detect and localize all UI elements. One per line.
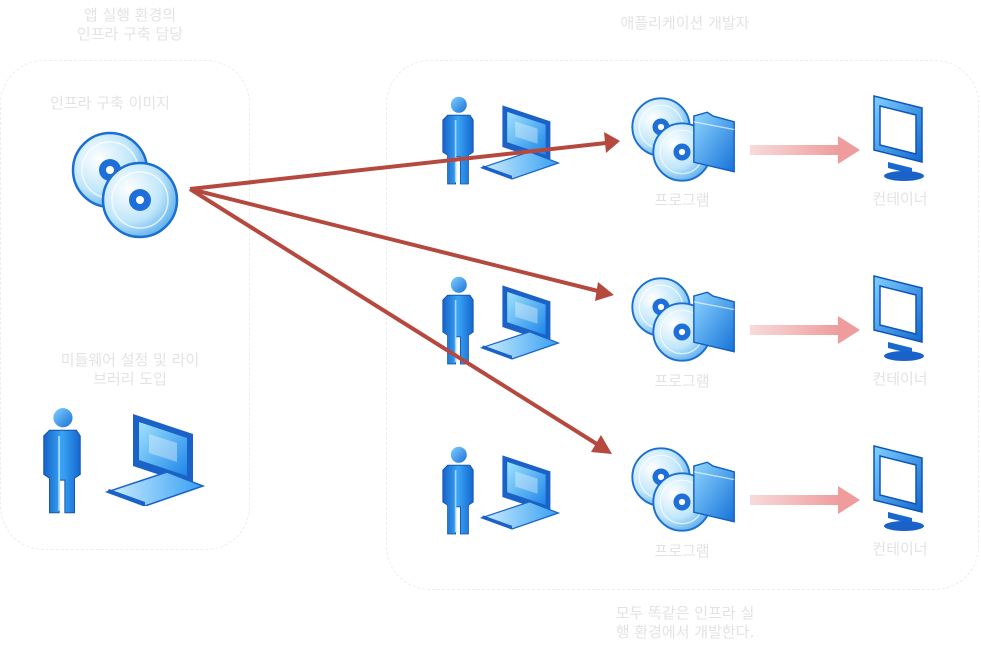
infra-role-line-1: 앱 실행 환경의 <box>83 6 177 24</box>
container-label: 컨테이너 <box>872 190 928 208</box>
program-label: 프로그램 <box>654 191 710 209</box>
distribution-arrow <box>188 187 612 454</box>
infra-group-box <box>0 60 250 550</box>
middleware-line-2: 브러리 도입 <box>93 370 167 388</box>
program-label: 프로그램 <box>654 372 710 390</box>
container-arrow <box>750 136 860 164</box>
middleware-label: 미들웨어 설정 및 라이 브러리 도입 <box>40 351 220 389</box>
infra-role-line-2: 인프라 구축 담당 <box>76 25 184 43</box>
developer-group-box <box>386 60 979 590</box>
image-label: 인프라 구축 이미지 <box>50 94 170 112</box>
container-label: 컨테이너 <box>872 370 928 388</box>
program-label: 프로그램 <box>654 542 710 560</box>
footer-note-line-2: 행 환경에서 개발한다. <box>615 623 755 641</box>
middleware-line-1: 미들웨어 설정 및 라이 <box>60 351 200 369</box>
dev-role-label: 애플리케이션 개발자 <box>620 14 750 32</box>
footer-note: 모두 똑같은 인프라 실 행 환경에서 개발한다. <box>580 604 790 642</box>
container-arrow <box>750 316 860 344</box>
footer-note-line-1: 모두 똑같은 인프라 실 <box>615 604 755 622</box>
container-label: 컨테이너 <box>872 540 928 558</box>
distribution-arrow <box>189 132 620 191</box>
infra-role-label: 앱 실행 환경의 인프라 구축 담당 <box>55 6 205 44</box>
distribution-arrow <box>189 187 614 301</box>
container-arrow <box>750 486 860 514</box>
